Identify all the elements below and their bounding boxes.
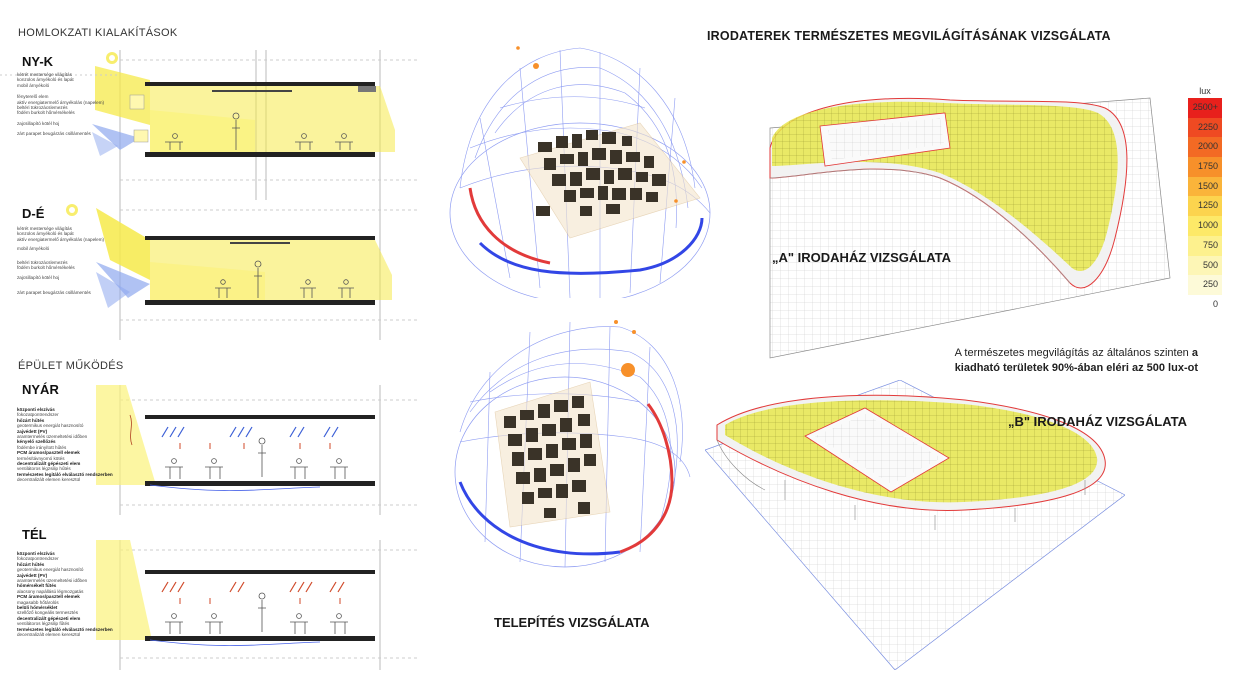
legend-entry: 1750 [1188,157,1222,177]
section-label-tel: TÉL [22,527,47,542]
sun-zone [96,540,152,640]
legend-entry: 500 [1188,255,1222,276]
reflection-wedge [96,262,150,298]
heat-arrows [179,598,341,604]
slab-bottom [145,636,375,641]
legend-entry: 2000 [1188,137,1222,158]
sun-core [109,55,115,61]
slab-top [145,82,375,86]
building-b-model [705,380,1125,670]
facade-section-title: HOMLOKZATI KIALAKÍTÁSOK [18,27,178,39]
cool-air-arrows [161,426,339,438]
sun-marker [674,199,678,203]
sun-path-diagram-bottom [454,320,691,568]
sun-path-diagram-top [449,46,711,298]
tag-box [129,94,145,110]
daylight-note: A természetes megvilágítás az általános … [954,347,1198,374]
section-drawing-de [66,200,420,340]
facade-notes-nyk: kétrét mestersége világítás konzolos árn… [17,72,105,137]
sun-marker [632,330,636,334]
legend-entry: 2500+ [1188,98,1222,118]
section-label-de: D-É [22,206,45,221]
sun-marker [614,320,618,324]
tag-box [133,129,149,143]
slab-top [145,236,375,240]
slab-top [145,570,375,574]
reflection-wedge [96,272,130,308]
section-label-nyar: NYÁR [22,382,59,397]
warm-air-arrows [161,581,345,593]
legend-entry: 1250 [1188,196,1222,217]
daylight-title: IRODATEREK TERMÉSZETES MEGVILÁGÍTÁSÁNAK … [707,29,1111,43]
section-drawing-nyk [0,50,420,200]
sun-wedge [96,208,150,280]
section-drawing-tel [96,540,420,670]
slab-top [145,415,375,419]
sun-zone [96,385,156,485]
sun-wedge [95,66,150,125]
building-b-label: „B" IRODAHÁZ VIZSGÁLATA [1008,414,1188,429]
furniture [215,260,354,298]
furniture [165,112,353,150]
building-a-model [769,97,1171,359]
facade-shade [358,86,376,92]
reflection-wedge [92,132,118,156]
facade-notes-de: kétrét mestersége világítás konzolos árn… [17,226,105,295]
operation-notes-nyar: központi elszívás fokozatpontrendszer hő… [17,407,113,483]
operation-section-title: ÉPÜLET MŰKÖDÉS [18,360,124,372]
building-a-label: „A" IRODAHÁZ VIZSGÁLATA [772,250,952,265]
light-beam [150,262,265,300]
legend-entry: 1500 [1188,176,1222,197]
sun-marker [682,160,686,164]
furniture [165,592,348,634]
legend-entry: 2250 [1188,117,1222,138]
section-drawing-nyar [96,385,420,515]
city-blocks [504,396,596,518]
reflection-wedge [92,124,140,150]
settlement-caption: TELEPÍTÉS VIZSGÁLATA [494,615,650,630]
sun-core [69,207,75,213]
legend-entry: 0 [1188,294,1222,315]
section-label-nyk: NY-K [22,54,54,69]
ceiling-light [212,90,292,92]
legend-entry: 1000 [1188,216,1222,236]
winter-arc [458,481,621,556]
summer-arc [468,187,551,265]
summer-arc [619,403,674,554]
slab-bottom [145,300,375,305]
sun-marker [533,63,539,69]
heat-arrows [179,443,331,449]
sun-icon [621,363,635,377]
light-beam [150,110,255,152]
furniture [165,437,348,479]
city-blocks [536,130,666,216]
operation-notes-tel: központi elszívás fokozatpontrendszer hő… [17,551,113,638]
slab-bottom [145,152,375,157]
sun-marker [516,46,520,50]
legend-unit: lux [1199,86,1211,96]
legend-entry: 750 [1188,235,1222,256]
legend-entry: 250 [1188,275,1222,295]
winter-arc [478,217,704,275]
slab-bottom [145,481,375,486]
